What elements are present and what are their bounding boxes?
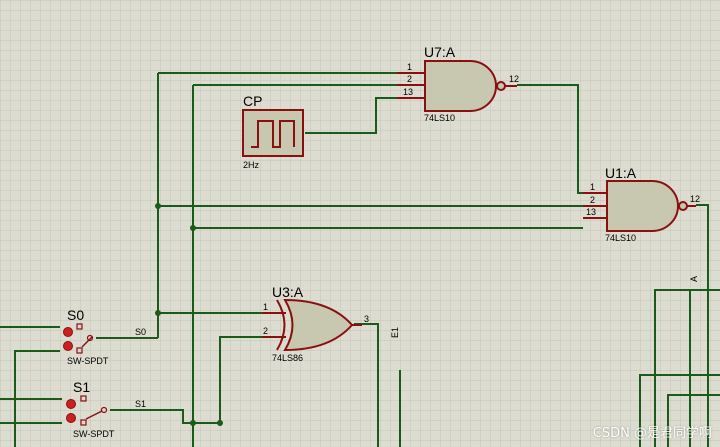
wire-cp-to-u7 (305, 97, 397, 134)
net-label-s1: S1 (135, 399, 146, 409)
junctions (155, 203, 223, 426)
gate-ref: U1:A (605, 165, 637, 181)
junction-dot (190, 420, 196, 426)
nand-body (424, 60, 497, 112)
switch-ref: S1 (73, 379, 90, 395)
pin-number: 13 (403, 87, 413, 97)
switch-s0[interactable]: S0 SW-SPDT S0 (63, 307, 147, 366)
clock-frequency: 2Hz (243, 160, 260, 170)
clock-ref: CP (243, 93, 262, 109)
wire-u7-out (517, 84, 583, 194)
junction-dot (155, 203, 161, 209)
square-wave-icon (251, 120, 295, 148)
switch-ref: S0 (67, 307, 84, 323)
xor-back-arc (276, 299, 286, 351)
switch-part: SW-SPDT (73, 429, 115, 439)
wires (0, 72, 720, 447)
switch-lever (81, 336, 93, 348)
pin-number: 2 (263, 326, 268, 336)
switch-knob (66, 399, 76, 409)
pin-number: 12 (690, 194, 700, 204)
gate-part: 74LS10 (605, 233, 636, 243)
pin-number: 1 (263, 302, 268, 312)
pin-number: 12 (509, 74, 519, 84)
pin-number: 1 (407, 62, 412, 72)
wire-u3-in2 (193, 336, 262, 424)
clock-source-cp[interactable]: CP 2Hz (242, 93, 304, 170)
xor-body (283, 298, 354, 352)
junction-dot (217, 420, 223, 426)
wire-right-bus-a (654, 289, 720, 447)
inversion-bubble (496, 81, 506, 91)
gate-u7[interactable]: U7:A 74LS10 1 2 13 12 (397, 44, 519, 123)
switch-knob (63, 341, 73, 351)
switch-knob (63, 327, 73, 337)
watermark: CSDN @是君同学啊 (592, 426, 712, 441)
switch-s1[interactable]: S1 SW-SPDT S1 (66, 379, 147, 439)
gate-u3[interactable]: U3:A 74LS86 1 2 3 (262, 284, 369, 363)
switch-part: SW-SPDT (67, 356, 109, 366)
pin-number: 2 (590, 195, 595, 205)
net-label-a: A (689, 276, 699, 282)
nand-body (606, 180, 679, 232)
junction-dot (155, 310, 161, 316)
switch-lever (85, 410, 103, 420)
gate-ref: U3:A (272, 284, 304, 300)
wire-right-bus-c (667, 394, 720, 447)
gate-ref: U7:A (424, 44, 456, 60)
switch-knob (66, 413, 76, 423)
gate-u1[interactable]: U1:A 74LS10 1 2 13 12 (583, 165, 700, 243)
pin-number: 13 (586, 207, 596, 217)
gate-part: 74LS86 (272, 353, 303, 363)
net-label-e1: E1 (390, 327, 400, 338)
inversion-bubble (678, 201, 688, 211)
pin-number: 2 (407, 74, 412, 84)
pin-number: 1 (590, 182, 595, 192)
wire-s0-rail2 (14, 350, 60, 447)
junction-dot (190, 225, 196, 231)
net-label-s0: S0 (135, 327, 146, 337)
gate-part: 74LS10 (424, 113, 455, 123)
wire-u1-out (696, 204, 709, 447)
pin-number: 3 (364, 314, 369, 324)
wire-s1-out (110, 409, 193, 424)
wire-right-bus-b (639, 374, 720, 447)
